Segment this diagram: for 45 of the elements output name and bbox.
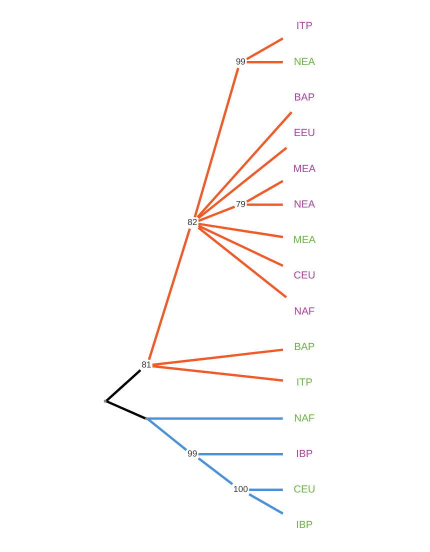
connector: [106, 369, 142, 402]
connector: [198, 226, 288, 298]
connector: [147, 418, 188, 451]
connector: [198, 224, 284, 267]
connector: [246, 180, 284, 203]
node-text: IBP: [296, 448, 313, 460]
connector: [248, 493, 284, 515]
connector: [196, 111, 292, 218]
connector: [246, 204, 283, 206]
connector: [249, 488, 283, 492]
node-text: NAF: [294, 306, 315, 318]
node-text: ITP: [296, 378, 312, 389]
node-label: 79: [236, 198, 246, 209]
connector: [198, 206, 236, 222]
node-label: 99: [188, 448, 198, 458]
connector: [198, 457, 234, 486]
connector: [198, 222, 284, 238]
connector: [148, 417, 283, 420]
node-text: NEA: [294, 56, 316, 68]
connector: [246, 37, 284, 60]
connector: [152, 364, 284, 382]
node-text: CEU: [294, 484, 316, 496]
node-label: 81: [142, 360, 152, 370]
connector: [198, 453, 283, 456]
connector: [246, 60, 283, 64]
node-text: BAP: [294, 342, 315, 353]
node-text: CEU: [294, 270, 316, 282]
node-label: 99: [236, 56, 246, 66]
node-text: NAF: [294, 413, 315, 424]
connector: [194, 68, 240, 218]
node-label: 100: [233, 484, 248, 494]
node-text: MEA: [293, 235, 316, 246]
connector: [198, 146, 288, 220]
connector: [152, 348, 284, 366]
node-text: EEU: [294, 128, 316, 140]
node-text: MEA: [293, 164, 316, 175]
node-text: NEA: [294, 199, 316, 210]
node-point: [144, 417, 148, 420]
connector: [106, 400, 146, 420]
node-point: [104, 400, 107, 403]
node-label: 82: [188, 217, 198, 228]
connector: [148, 228, 191, 360]
node-text: ITP: [296, 21, 312, 32]
node-text: IBP: [296, 520, 313, 532]
node-text: BAP: [294, 92, 315, 104]
